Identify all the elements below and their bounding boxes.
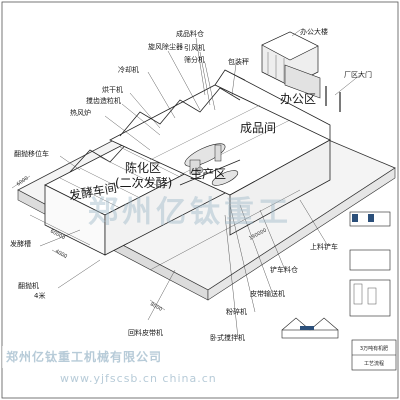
dim-4000: 4000	[54, 248, 68, 259]
watermark-url: www.yjfscsb.cn china.cn	[60, 372, 217, 385]
label-turner-4-count: 4米	[34, 291, 45, 300]
label-cyclone: 旋风除尘器	[148, 42, 183, 51]
label-belt-conveyor: 皮带输送机	[250, 289, 285, 298]
label-aging-zone: 陈化区	[125, 160, 161, 175]
watermark-logo: 郑州亿钛重工	[88, 195, 292, 230]
production-equipment	[179, 143, 241, 186]
slab-edge-right	[207, 167, 396, 301]
label-induced-fan: 引风机	[184, 43, 205, 52]
dim-8000: 8000	[149, 301, 163, 312]
leader-lines	[39, 29, 361, 339]
label-aging-zone-sub: (二次发酵)	[115, 175, 172, 190]
label-cooler: 冷却机	[118, 65, 139, 74]
watermark-band-bg	[2, 346, 252, 368]
label-loader: 上料铲车	[310, 242, 338, 251]
label-factory-gate: 厂区大门	[344, 70, 372, 79]
label-crusher: 粉碎机	[226, 307, 247, 316]
label-turner-4: 翻抛机	[18, 281, 39, 290]
label-turner: 翻抛移位车	[14, 149, 49, 158]
label-packer: 包装秤	[228, 57, 249, 66]
title-block: 3万吨有机肥 工艺流程	[351, 339, 397, 371]
title-block-title: 3万吨有机肥	[360, 345, 388, 352]
label-office-zone: 办公区	[280, 91, 316, 106]
label-hot-stove: 热风炉	[70, 108, 91, 117]
label-granulator: 搅齿造粒机	[86, 96, 121, 105]
factory-gate	[325, 86, 341, 112]
label-ferment-tank: 发酵槽	[10, 239, 31, 248]
dimension-lines	[11, 175, 301, 311]
label-horizontal-mixer: 卧式搅拌机	[210, 333, 245, 342]
label-return-belt: 回料皮带机	[128, 328, 163, 337]
label-finished-bin: 成品料仓	[176, 29, 204, 38]
label-finished-goods: 成品间	[240, 121, 276, 135]
office-building	[261, 31, 321, 99]
label-forklift-bin: 铲车料仓	[270, 265, 298, 274]
label-production-zone: 生产区	[190, 167, 226, 181]
label-dryer: 烘干机	[102, 85, 123, 94]
label-office-building: 办公大楼	[300, 27, 328, 36]
title-block-subtitle: 工艺流程	[364, 360, 384, 367]
side-elevation-sketches	[281, 211, 391, 339]
watermark-company: 郑州亿钛重工机械有限公司	[6, 349, 162, 364]
label-mixer: 筛分机	[184, 55, 205, 64]
production-complex-building	[109, 69, 331, 236]
